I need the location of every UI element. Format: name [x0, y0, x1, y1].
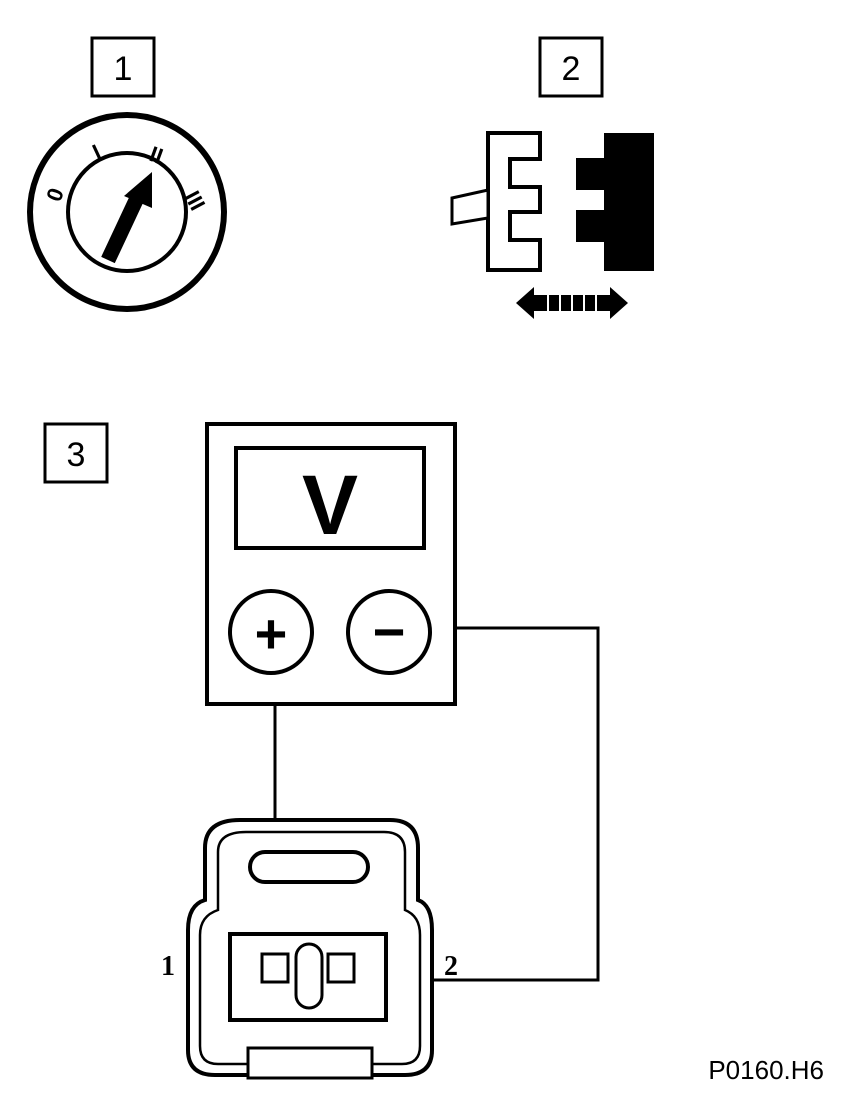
connector-disconnect-icon [450, 131, 654, 319]
ignition-position-1: I [89, 139, 105, 164]
voltmeter-display [234, 446, 426, 550]
voltmeter: V + − [205, 422, 457, 706]
step-2-number: 2 [562, 50, 581, 88]
positive-terminal: + [228, 589, 314, 675]
step-3-label-box: 3 [43, 422, 109, 484]
step-3-number: 3 [67, 436, 86, 474]
step-1-label-box: 1 [90, 36, 156, 98]
separate-arrow-icon [516, 287, 628, 319]
negative-sign: − [373, 600, 406, 663]
figure-reference: P0160.H6 [708, 1055, 824, 1085]
pin-1-label: 1 [161, 951, 175, 982]
pin-2 [326, 952, 356, 984]
voltmeter-unit: V [302, 458, 358, 552]
center-key [294, 942, 324, 1010]
pin-1 [260, 952, 290, 984]
negative-terminal: − [346, 589, 432, 675]
step-1-number: 1 [114, 50, 133, 88]
positive-sign: + [255, 602, 288, 665]
step-2-label-box: 2 [538, 36, 604, 98]
ignition-position-0: 0 [41, 185, 69, 205]
ignition-switch-icon: 0 I II III [27, 112, 227, 312]
sensor-connector [186, 818, 434, 1080]
pin-2-label: 2 [444, 951, 458, 982]
